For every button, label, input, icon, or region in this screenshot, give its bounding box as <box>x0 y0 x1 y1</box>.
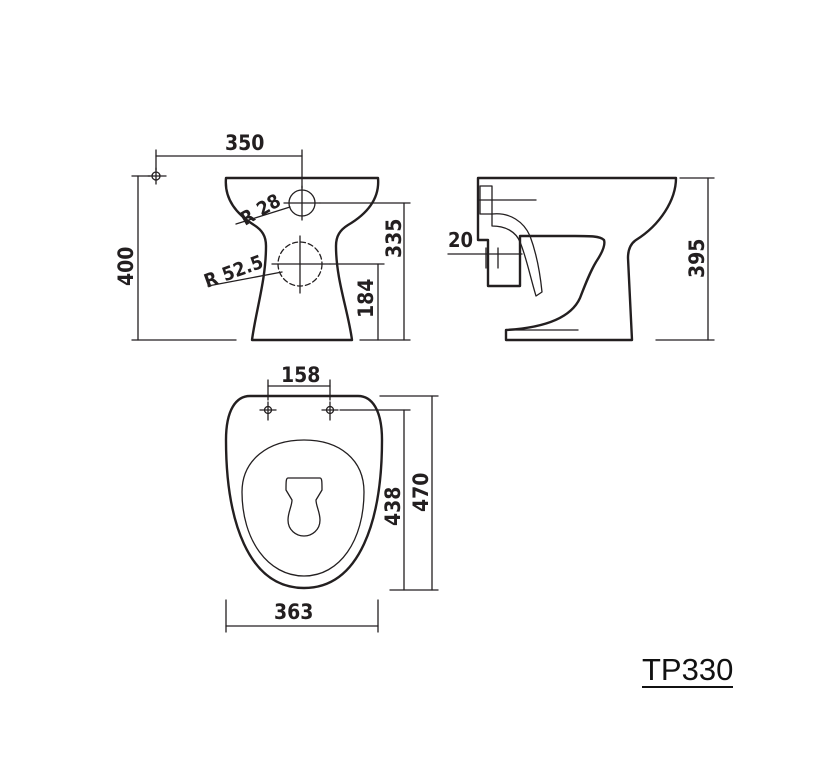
side-view-outline <box>476 176 678 342</box>
front-view: 350 400 335 184 R 28 R 52.5 <box>114 131 411 342</box>
dim-400-label: 400 <box>114 247 138 286</box>
top-view-inner-outline <box>241 439 365 577</box>
dim-350-label: 350 <box>225 131 264 155</box>
dim-470-label: 470 <box>409 473 433 512</box>
side-view: 395 20 <box>447 176 715 342</box>
drain-opening <box>285 477 323 537</box>
radius-r52-label: R 52.5 <box>201 251 266 293</box>
dim-438-label: 438 <box>381 487 405 526</box>
dim-20-label: 20 <box>448 228 473 252</box>
top-view: 158 363 438 470 <box>224 363 439 633</box>
dim-335-label: 335 <box>382 219 406 258</box>
dim-363-label: 363 <box>274 600 313 624</box>
model-code: TP330 <box>642 652 734 688</box>
dim-395-label: 395 <box>685 239 709 278</box>
top-view-outer-outline <box>224 394 384 590</box>
front-view-outline <box>224 176 380 342</box>
radius-r28-label: R 28 <box>237 190 285 231</box>
dim-184-label: 184 <box>354 279 378 318</box>
dim-158-label: 158 <box>281 363 320 387</box>
